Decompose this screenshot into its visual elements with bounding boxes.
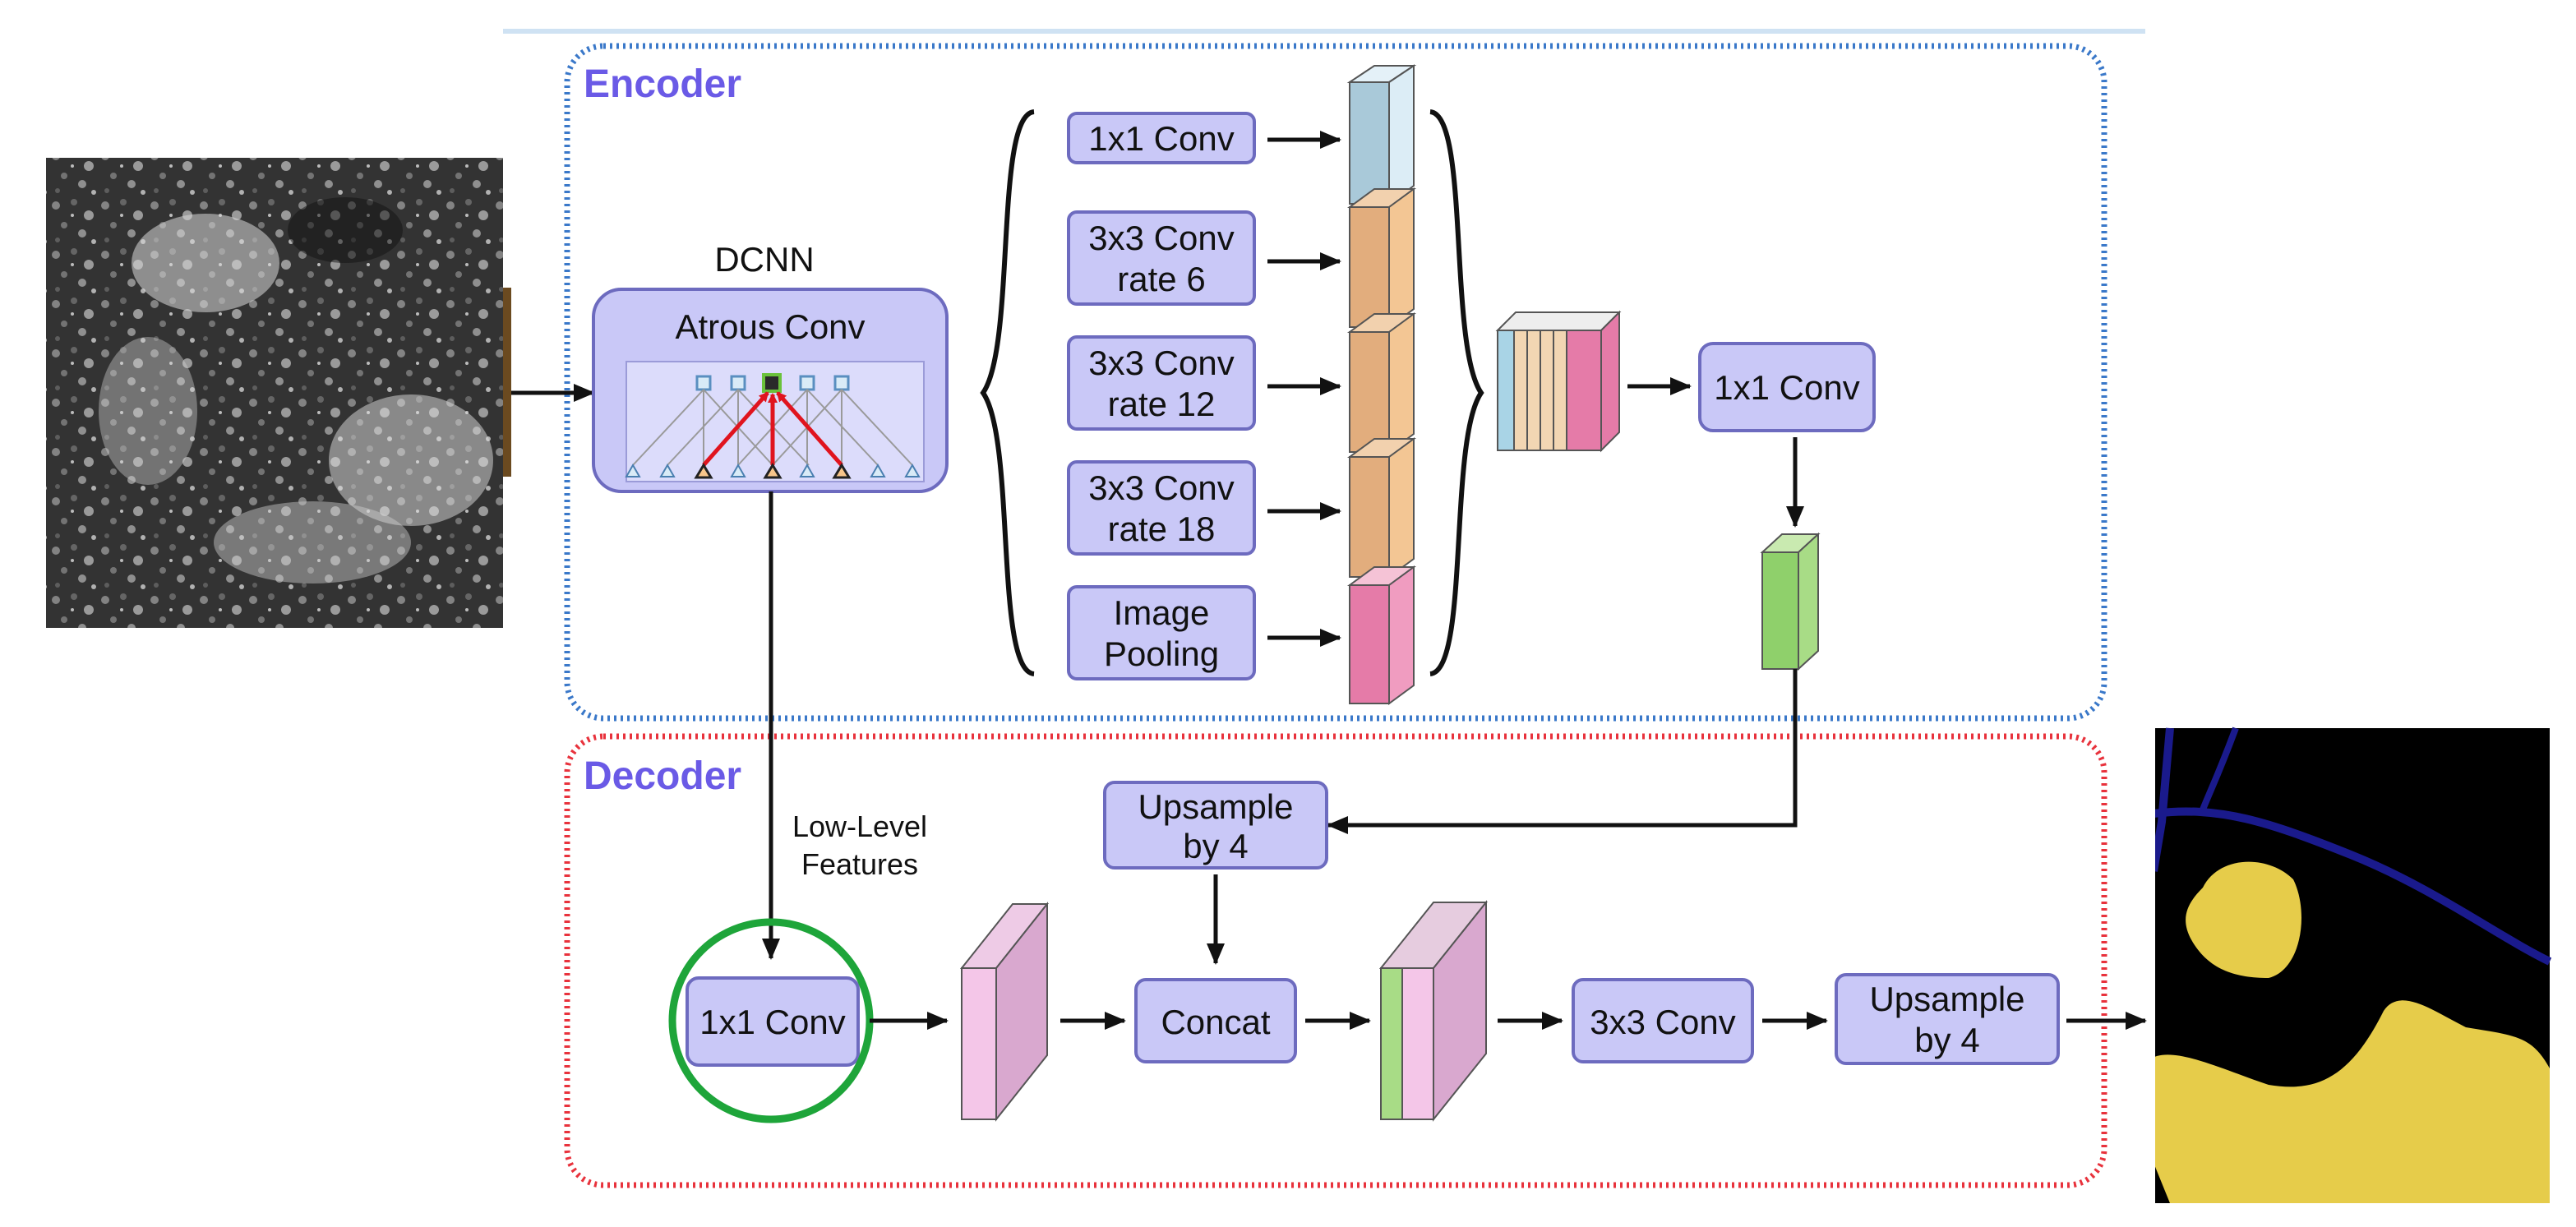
- dcnn-label: DCNN: [714, 240, 814, 279]
- upsample-right-block: Upsample by 4: [1835, 973, 2060, 1065]
- branch-rate: rate 18: [1108, 510, 1216, 548]
- input-satellite-image: [46, 158, 511, 628]
- encoder-output-feature: [1760, 532, 1821, 671]
- upsample-top-line2: by 4: [1183, 827, 1248, 865]
- upsample-top-block: Upsample by 4: [1103, 781, 1328, 870]
- concat-label: Concat: [1161, 1003, 1270, 1041]
- aspp-branch-rate12: 3x3 Conv rate 12: [1067, 312, 1417, 454]
- conv3x3-label: 3x3 Conv: [1590, 1003, 1735, 1041]
- branch-label: Image: [1114, 593, 1210, 632]
- branch-label: 3x3 Conv: [1088, 468, 1234, 507]
- branch-rate: rate 6: [1117, 260, 1205, 298]
- decoder-border: [564, 733, 2107, 1188]
- branch-label: 3x3 Conv: [1088, 344, 1234, 382]
- aspp-branch-1x1: 1x1 Conv: [1067, 64, 1417, 205]
- decoder-3x3-conv: 3x3 Conv: [1572, 978, 1754, 1063]
- left-brace: [980, 109, 1035, 676]
- concat-block: Concat: [1134, 978, 1297, 1063]
- branch-label: 1x1 Conv: [1088, 119, 1234, 158]
- branch-label-2: Pooling: [1104, 634, 1219, 673]
- encoder-1x1-label: 1x1 Conv: [1714, 368, 1859, 407]
- decoder-1x1-conv: 1x1 Conv: [686, 976, 860, 1067]
- output-segmentation-map: [2149, 727, 2552, 1203]
- encoder-border: [564, 43, 2107, 722]
- decoder-title: Decoder: [584, 754, 741, 798]
- upsample-right-line2: by 4: [1914, 1021, 1979, 1059]
- low-level-label-line1: Low-Level: [792, 810, 927, 843]
- encoder-1x1-conv: 1x1 Conv: [1698, 342, 1876, 432]
- aspp-branch-image-pooling: Image Pooling: [1067, 565, 1417, 705]
- atrous-conv-block: Atrous Conv: [592, 288, 949, 493]
- decoder-lowlevel-feature: [959, 902, 1050, 1122]
- decoder-concat-feature: [1378, 900, 1489, 1122]
- aspp-branch-rate6: 3x3 Conv rate 6: [1067, 187, 1417, 329]
- right-brace: [1429, 109, 1484, 676]
- aspp-branch-rate18: 3x3 Conv rate 18: [1067, 437, 1417, 579]
- branch-label: 3x3 Conv: [1088, 219, 1234, 257]
- atrous-conv-label: Atrous Conv: [675, 307, 865, 346]
- arrow-encoder-to-upsample: [1327, 669, 1798, 834]
- branch-rate: rate 12: [1108, 385, 1216, 423]
- upsample-top-line1: Upsample: [1138, 787, 1293, 826]
- concat-feature-stack: [1495, 310, 1622, 453]
- encoder-title: Encoder: [584, 62, 741, 106]
- low-level-label-line2: Features: [801, 847, 918, 881]
- decoder-1x1-label: 1x1 Conv: [699, 1003, 845, 1041]
- upsample-right-line1: Upsample: [1869, 980, 2024, 1018]
